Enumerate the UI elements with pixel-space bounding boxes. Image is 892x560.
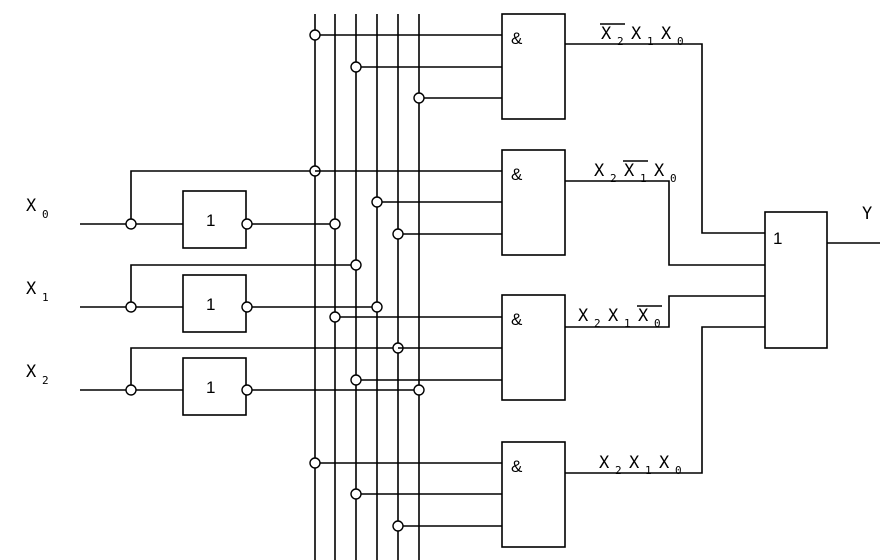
and-gate-row-1: &	[309, 13, 765, 234]
term-variable-letter: X	[629, 453, 640, 473]
term-variable-letter: X	[578, 306, 589, 326]
not-gate-symbol: 1	[206, 378, 215, 397]
branch-node	[125, 384, 137, 396]
and-gate-row-2: &	[315, 149, 765, 266]
and-gate-symbol: &	[511, 165, 523, 184]
input-label-x2: X	[26, 362, 37, 382]
term-variable-index: 1	[624, 317, 631, 330]
signal-bus	[314, 14, 420, 560]
not-gate-x0	[182, 190, 247, 249]
junction-node	[329, 311, 341, 323]
input-index-x2: 2	[42, 374, 49, 387]
input-label-x1: X	[26, 279, 37, 299]
junction-node	[329, 218, 341, 230]
term-variable-letter: X	[631, 24, 642, 44]
and-gate-3	[501, 294, 566, 401]
term-variable-index: 0	[675, 464, 682, 477]
junction-node	[309, 29, 321, 41]
junction-node	[350, 259, 362, 271]
and-gate-row-4: &	[309, 326, 765, 548]
junction-node	[309, 457, 321, 469]
and-gate-symbol: &	[511, 310, 523, 329]
inverter-bubble	[241, 218, 253, 230]
and-gate-symbol: &	[511, 457, 523, 476]
inverter-bubble	[241, 301, 253, 313]
term-variable-index: 2	[615, 464, 622, 477]
term-variable-letter: X	[601, 24, 612, 44]
term-variable-index: 1	[647, 35, 654, 48]
not-gate-symbol: 1	[206, 295, 215, 314]
term-variable-letter: X	[594, 161, 605, 181]
term-variable-letter: X	[599, 453, 610, 473]
junction-node	[413, 384, 425, 396]
junction-node	[392, 520, 404, 532]
input-row-x1: X 1 1	[26, 264, 377, 333]
or-gate-section: 1 Y	[764, 204, 880, 349]
inverter-bubble	[241, 384, 253, 396]
and-gate-symbol: &	[511, 29, 523, 48]
term-variable-index: 0	[677, 35, 684, 48]
input-index-x1: 1	[42, 291, 49, 304]
junction-node	[350, 61, 362, 73]
term-variable-letter: X	[624, 161, 635, 181]
term-variable-index: 0	[670, 172, 677, 185]
term-variable-letter: X	[659, 453, 670, 473]
term-variable-index: 0	[654, 317, 661, 330]
and-gate-4	[501, 441, 566, 548]
term-variable-index: 2	[617, 35, 624, 48]
bus-entry-junctions	[309, 165, 425, 396]
term-variable-index: 1	[640, 172, 647, 185]
or-gate-symbol: 1	[773, 229, 782, 248]
term-variable-index: 2	[610, 172, 617, 185]
term-variable-index: 2	[594, 317, 601, 330]
junction-node	[350, 488, 362, 500]
input-row-x0: X 0 1	[26, 170, 335, 249]
branch-node	[125, 301, 137, 313]
output-label: Y	[862, 204, 872, 224]
junction-node	[350, 374, 362, 386]
and-gate-row-3: &	[329, 294, 765, 401]
term-variable-letter: X	[661, 24, 672, 44]
not-gate-x1	[182, 274, 247, 333]
junction-node	[413, 92, 425, 104]
input-row-x2: X 2 1	[26, 347, 419, 416]
and-gate-1	[501, 13, 566, 120]
term-variable-letter: X	[608, 306, 619, 326]
branch-node	[125, 218, 137, 230]
not-gate-x2	[182, 357, 247, 416]
or-gate	[764, 211, 828, 349]
not-gate-symbol: 1	[206, 211, 215, 230]
junction-node	[371, 196, 383, 208]
input-index-x0: 0	[42, 208, 49, 221]
junction-node	[392, 228, 404, 240]
input-label-x0: X	[26, 196, 37, 216]
and-gate-2	[501, 149, 566, 256]
term-variable-letter: X	[638, 306, 649, 326]
term-variable-index: 1	[645, 464, 652, 477]
term-variable-letter: X	[654, 161, 665, 181]
junction-node	[371, 301, 383, 313]
